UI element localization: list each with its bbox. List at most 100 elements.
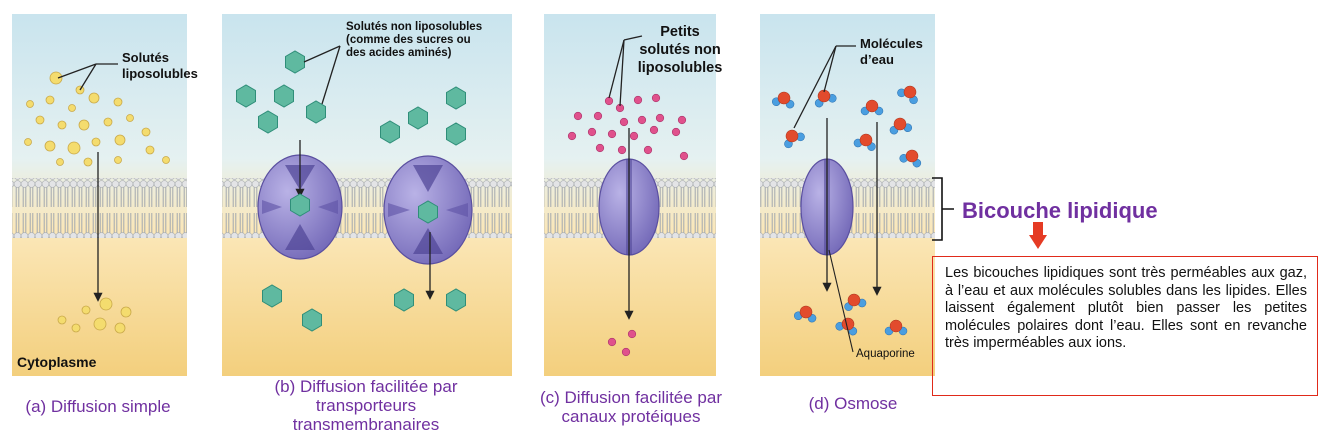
note-box: Les bicouches lipidiques sont très permé… xyxy=(932,256,1318,396)
water-molecule xyxy=(884,319,908,336)
small-solute xyxy=(649,125,659,135)
small-solute xyxy=(567,131,577,141)
water-molecule xyxy=(853,133,876,151)
bilayer-bracket xyxy=(932,177,954,241)
lipo-solute xyxy=(120,306,132,318)
water-molecule xyxy=(784,129,805,149)
lipo-solute xyxy=(145,145,155,155)
glucose-solute xyxy=(306,100,326,124)
water-molecule xyxy=(899,149,922,168)
panel-d-leader-2 xyxy=(823,45,837,93)
panel-c-leader-2 xyxy=(619,39,625,107)
lipo-solute xyxy=(45,95,55,105)
small-solute xyxy=(655,113,665,123)
small-solute xyxy=(633,95,643,105)
glucose-solute xyxy=(274,84,294,108)
lipo-solute xyxy=(103,117,113,127)
panel-b-leader-2 xyxy=(321,45,341,105)
glucose-solute xyxy=(380,120,400,144)
lipo-solutes xyxy=(24,71,170,334)
lipo-solute xyxy=(114,156,122,164)
lipo-solute xyxy=(126,114,134,122)
panel-b-leader-1 xyxy=(303,45,341,63)
water-molecule xyxy=(771,91,795,109)
small-solute xyxy=(677,115,687,125)
glucose-solute xyxy=(262,284,282,308)
lipo-solute xyxy=(24,138,32,146)
lipo-solute xyxy=(68,104,76,112)
lipo-solute xyxy=(91,137,101,147)
glucose-solute xyxy=(394,288,414,312)
glucose-solute xyxy=(258,110,278,134)
bilayer-title: Bicouche lipidique xyxy=(962,198,1158,223)
panel-a-bilayer xyxy=(12,178,187,238)
small-solute xyxy=(593,111,603,121)
lipo-solute xyxy=(44,140,56,152)
lipo-solute xyxy=(49,71,63,85)
glucose-solute xyxy=(446,288,466,312)
panel-a-leader-1 xyxy=(57,63,97,79)
aquaporin-leader xyxy=(828,249,854,353)
lipo-solute xyxy=(56,158,64,166)
lipo-solute xyxy=(78,119,90,131)
small-solute xyxy=(629,131,639,141)
small-solute xyxy=(587,127,597,137)
small-solute xyxy=(679,151,689,161)
small-solute xyxy=(604,96,614,106)
caption-a: (a) Diffusion simple xyxy=(25,397,170,416)
water-molecule xyxy=(897,85,918,105)
panel-c-leader-1 xyxy=(608,39,625,99)
glucose-solute xyxy=(446,122,466,146)
small-solute xyxy=(643,145,653,155)
lipo-solute xyxy=(93,317,107,331)
glucose-solute xyxy=(285,50,305,74)
glucose-solute xyxy=(446,86,466,110)
glucose-solute xyxy=(302,308,322,332)
lipo-solute xyxy=(99,297,113,311)
glucose-solute xyxy=(408,106,428,130)
water-molecules xyxy=(771,85,922,336)
water-molecule xyxy=(844,293,867,311)
water-molecule xyxy=(889,117,913,135)
lipo-solute xyxy=(57,315,67,325)
small-solute xyxy=(637,115,647,125)
panel-d-leader-1 xyxy=(793,45,837,129)
panel-a-leader-2 xyxy=(79,63,97,91)
lipo-solute xyxy=(141,127,151,137)
water-molecule xyxy=(860,99,884,116)
small-solute xyxy=(617,145,627,155)
aquaporin-label: Aquaporine xyxy=(856,348,915,360)
lipo-solute xyxy=(88,92,100,104)
glucose-solutes xyxy=(236,50,466,332)
caption-d: (d) Osmose xyxy=(809,394,898,413)
panel-b: Solutés non liposolubles(comme des sucre… xyxy=(222,14,512,376)
small-solute xyxy=(621,347,631,357)
water-molecule xyxy=(835,317,858,336)
small-solutes xyxy=(567,93,689,357)
lipo-solute xyxy=(71,323,81,333)
glucose-solute xyxy=(290,193,310,217)
lipo-solute xyxy=(114,322,126,334)
lipo-solute xyxy=(81,305,91,315)
lipo-solute xyxy=(57,120,67,130)
lipo-solute xyxy=(162,156,170,164)
lipo-solute xyxy=(114,134,126,146)
small-solute xyxy=(607,129,617,139)
glucose-solute xyxy=(418,200,438,224)
lipo-solute xyxy=(83,157,93,167)
lipo-solute xyxy=(35,115,45,125)
lipo-solute xyxy=(67,141,81,155)
cytoplasm-label: Cytoplasme xyxy=(17,354,97,370)
panel-b-label: Solutés non liposolubles(comme des sucre… xyxy=(346,21,482,59)
small-solute xyxy=(651,93,661,103)
small-solute xyxy=(619,117,629,127)
small-solute xyxy=(595,143,605,153)
